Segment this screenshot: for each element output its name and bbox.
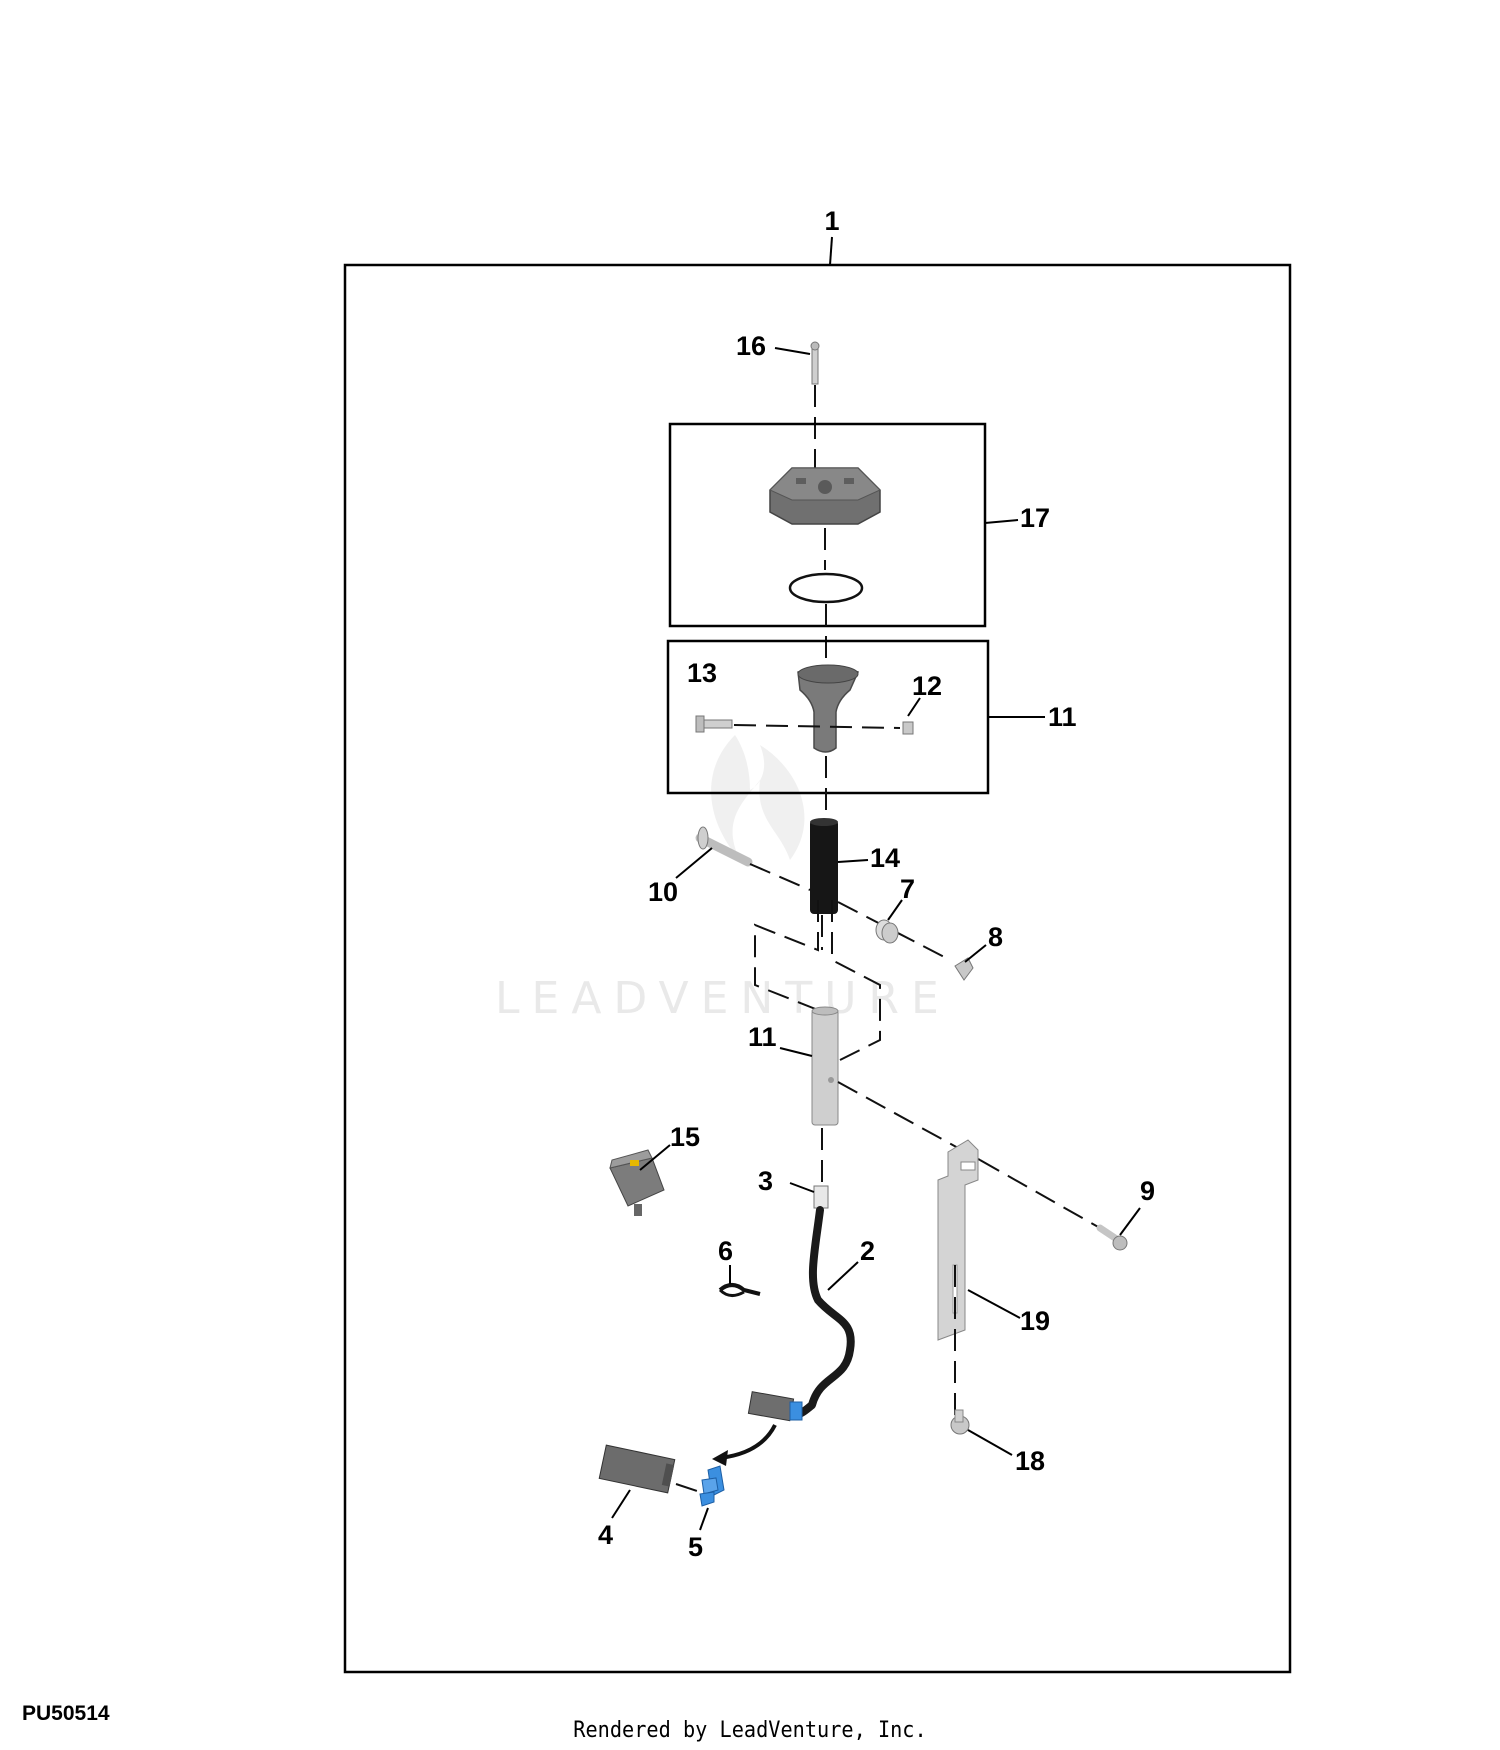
callout-14[interactable]: 14: [870, 843, 900, 873]
kit-outline-box: [343, 263, 1292, 1674]
part-17-box: [668, 422, 987, 628]
part-9-bolt[interactable]: [1096, 1224, 1128, 1251]
part-3-connector[interactable]: [813, 1185, 829, 1209]
callout-15[interactable]: 15: [670, 1122, 700, 1152]
part-11-shaft[interactable]: [811, 1006, 839, 1126]
callout-11-mid[interactable]: 11: [748, 1022, 777, 1052]
callout-12[interactable]: 12: [912, 671, 942, 701]
callout-11-top[interactable]: 11: [1048, 702, 1077, 732]
part-7-washer[interactable]: [875, 919, 899, 944]
part-4-connector[interactable]: [598, 1444, 676, 1494]
part-6-cable-tie[interactable]: [718, 1283, 761, 1297]
part-11-shift-knob[interactable]: [797, 664, 860, 753]
part-17-knob[interactable]: [769, 467, 881, 525]
callout-2[interactable]: 2: [860, 1236, 875, 1266]
part-16-pin[interactable]: [810, 341, 820, 385]
callout-18[interactable]: 18: [1015, 1446, 1045, 1476]
part-14-sleeve[interactable]: [810, 818, 838, 914]
callout-5[interactable]: 5: [688, 1532, 703, 1562]
callout-17[interactable]: 17: [1020, 503, 1050, 533]
callout-13[interactable]: 13: [687, 658, 717, 688]
watermark-text: LEADVENTURE: [495, 973, 951, 1024]
callout-1[interactable]: 1: [824, 206, 839, 236]
callout-6[interactable]: 6: [718, 1236, 733, 1266]
watermark-flame-icon: [711, 735, 805, 860]
assembly-guide-lines: [754, 900, 881, 1061]
part-15-switch[interactable]: [609, 1149, 665, 1216]
part-8-clip[interactable]: [954, 957, 974, 981]
part-17-o-ring[interactable]: [788, 572, 864, 604]
figure-id: PU50514: [22, 1702, 110, 1725]
part-19-plate[interactable]: [937, 1139, 979, 1341]
part-18-bolt[interactable]: [950, 1409, 970, 1435]
part-13-bolt[interactable]: [695, 715, 733, 733]
part-2-wire-harness[interactable]: [747, 1206, 855, 1422]
callout-9[interactable]: 9: [1140, 1176, 1155, 1206]
credit-line: Rendered by LeadVenture, Inc.: [573, 1718, 927, 1743]
part-12-nut[interactable]: [902, 721, 914, 735]
callout-7[interactable]: 7: [900, 874, 915, 904]
callout-10[interactable]: 10: [648, 877, 678, 907]
mating-arrow-icon: [719, 1424, 777, 1460]
callout-16[interactable]: 16: [736, 331, 766, 361]
part-5-lock-clip[interactable]: [699, 1465, 725, 1507]
callout-19[interactable]: 19: [1020, 1306, 1050, 1336]
callout-4[interactable]: 4: [598, 1520, 613, 1550]
callout-3[interactable]: 3: [758, 1166, 773, 1196]
watermark: LEADVENTURE: [495, 735, 951, 1024]
callout-8[interactable]: 8: [988, 922, 1003, 952]
part-10-bolt[interactable]: [695, 826, 753, 867]
